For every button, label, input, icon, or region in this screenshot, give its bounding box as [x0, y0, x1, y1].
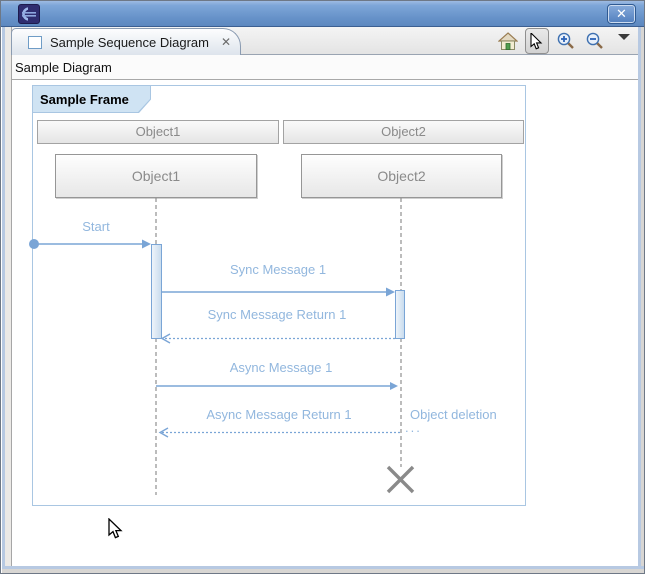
activation-bar-object2[interactable] — [395, 290, 405, 339]
message-label-sync-return1[interactable]: Sync Message Return 1 — [207, 307, 347, 322]
object-deletion-cross[interactable] — [386, 465, 415, 494]
zoom-out-icon — [586, 32, 604, 49]
frame-label[interactable]: Sample Frame — [32, 85, 151, 113]
message-label-async-return1[interactable]: Async Message Return 1 — [206, 407, 352, 422]
lifeline-head-object2[interactable]: Object2 — [301, 154, 502, 198]
breadcrumb-label: Sample Diagram — [15, 59, 112, 75]
tab-close-icon[interactable]: ✕ — [220, 35, 232, 49]
message-label-start[interactable]: Start — [82, 219, 110, 234]
editor-toolbar — [496, 27, 636, 55]
view-menu-button[interactable] — [613, 28, 636, 54]
column-header-object2[interactable]: Object2 — [283, 120, 524, 144]
dropdown-triangle-icon — [618, 34, 631, 40]
zoom-out-button[interactable] — [584, 28, 607, 54]
select-tool-button[interactable] — [525, 28, 549, 54]
activation-bar-object1[interactable] — [151, 244, 162, 339]
cursor-arrow-icon — [530, 32, 543, 50]
home-icon — [497, 31, 518, 50]
tab-title: Sample Sequence Diagram — [50, 34, 209, 50]
lifeline-ellipsis: ... — [405, 420, 422, 435]
eclipse-logo-icon — [18, 4, 40, 24]
lifeline-head-object1[interactable]: Object1 — [55, 154, 257, 198]
column-header-object1[interactable]: Object1 — [37, 120, 279, 144]
home-button[interactable] — [496, 28, 519, 54]
message-label-sync1[interactable]: Sync Message 1 — [229, 262, 327, 277]
editor-document-icon — [28, 35, 42, 49]
titlebar: ✕ — [1, 1, 644, 27]
left-edge-rail — [2, 27, 12, 566]
right-edge-rail — [638, 27, 644, 566]
breadcrumb: Sample Diagram — [12, 55, 638, 80]
window-close-button[interactable]: ✕ — [607, 4, 636, 24]
object-deletion-label[interactable]: Object deletion — [410, 407, 497, 422]
tab-sample-sequence-diagram[interactable]: Sample Sequence Diagram ✕ — [11, 28, 241, 55]
zoom-in-icon — [557, 32, 574, 49]
zoom-in-button[interactable] — [555, 28, 578, 54]
message-label-async1[interactable]: Async Message 1 — [229, 360, 333, 375]
sequence-frame[interactable] — [32, 85, 526, 506]
bottom-edge-bar — [2, 566, 644, 573]
